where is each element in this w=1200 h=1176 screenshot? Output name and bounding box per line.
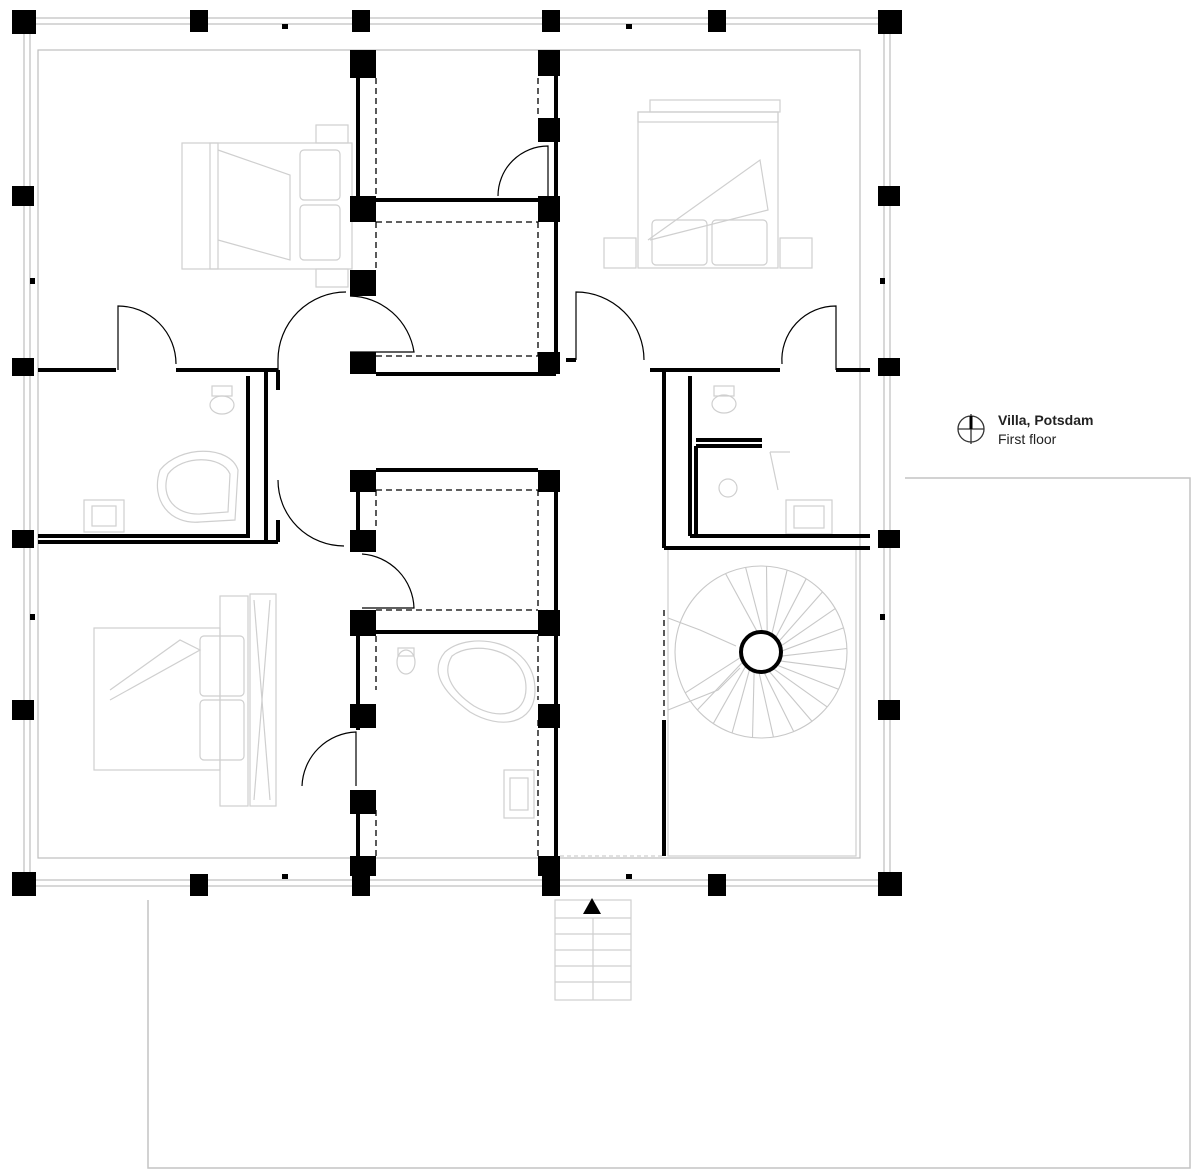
stair-tread	[765, 566, 768, 633]
furniture	[83, 99, 857, 1001]
spiral-staircase	[667, 565, 848, 739]
column	[708, 10, 726, 32]
stair-tread	[684, 656, 742, 694]
column	[350, 530, 376, 552]
terrace-outline	[147, 477, 1191, 1169]
stair-tread	[777, 591, 823, 643]
column	[12, 358, 34, 376]
column	[538, 856, 560, 876]
column	[878, 872, 902, 896]
window-post	[626, 24, 632, 29]
window-posts	[30, 24, 885, 879]
column	[350, 196, 376, 222]
stair-tread	[763, 671, 795, 732]
plan-title: Villa, Potsdam	[998, 412, 1094, 428]
column	[190, 874, 208, 896]
stair-tread	[774, 578, 807, 639]
entry-arrow-icon	[583, 898, 601, 914]
column	[538, 352, 560, 374]
column	[350, 270, 376, 296]
column	[538, 118, 560, 142]
plan-subtitle: First floor	[998, 431, 1057, 447]
column	[12, 186, 34, 206]
door-swings	[117, 145, 837, 787]
column	[878, 10, 902, 34]
bath-left	[83, 385, 239, 533]
column	[350, 352, 376, 374]
window-post	[282, 874, 288, 879]
stair-tread	[697, 661, 744, 711]
column	[538, 50, 560, 76]
column	[350, 610, 376, 636]
column	[878, 530, 900, 548]
column	[350, 790, 376, 814]
column	[12, 530, 34, 548]
stair-tread	[780, 647, 847, 657]
stair-tread	[712, 665, 747, 724]
bed-bottom-left	[93, 593, 277, 807]
column	[350, 470, 376, 492]
stair-tread	[776, 664, 839, 690]
stair-tread	[768, 670, 813, 722]
column	[12, 700, 34, 720]
column	[538, 196, 560, 222]
column	[878, 358, 900, 376]
column	[542, 10, 560, 32]
bed-top-left	[181, 124, 353, 288]
column	[538, 704, 560, 728]
stair-core	[739, 630, 783, 674]
column	[878, 186, 900, 206]
bath-middle	[396, 640, 536, 819]
column	[352, 10, 370, 32]
stair-tread	[771, 569, 788, 636]
window-post	[282, 24, 288, 29]
column	[708, 874, 726, 896]
stair-tread	[745, 567, 763, 633]
walls	[38, 70, 870, 856]
window-post	[626, 874, 632, 879]
stair-tread	[758, 671, 774, 738]
column	[350, 704, 376, 728]
outer-envelope	[23, 17, 891, 887]
stair-tread	[725, 573, 759, 633]
stair-tread	[731, 668, 751, 734]
column	[12, 872, 36, 896]
columns	[12, 10, 902, 896]
column	[878, 700, 900, 720]
column	[538, 610, 560, 636]
column	[190, 10, 208, 32]
plan-legend: Villa, Potsdam First floor	[954, 410, 1154, 450]
stair-tread	[772, 667, 828, 708]
column	[12, 10, 36, 34]
dashed-headers	[375, 78, 665, 856]
window-post	[30, 278, 35, 284]
column	[352, 874, 370, 896]
north-arrow-icon	[957, 414, 985, 444]
entry-stairs	[554, 899, 632, 1001]
column	[350, 50, 376, 78]
window-post	[880, 614, 885, 620]
window-post	[30, 614, 35, 620]
stair-tread	[780, 627, 844, 652]
bed-top-right	[603, 99, 813, 269]
column	[350, 856, 376, 876]
bath-right	[711, 385, 833, 535]
window-post	[880, 278, 885, 284]
stair-tread	[778, 660, 846, 670]
column	[538, 470, 560, 492]
column	[542, 874, 560, 896]
stair-tread	[779, 608, 836, 647]
stair-tread	[751, 670, 755, 738]
